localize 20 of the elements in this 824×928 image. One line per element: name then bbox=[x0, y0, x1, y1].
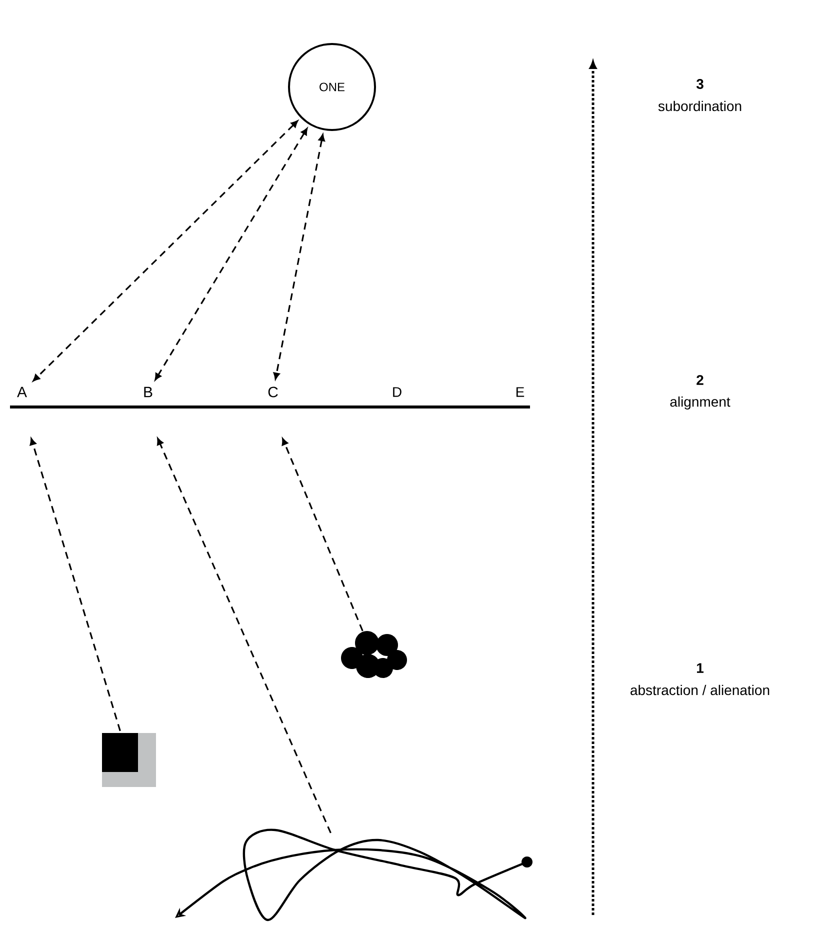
level-label: abstraction / alienation bbox=[630, 684, 770, 696]
level-number: 1 bbox=[697, 663, 704, 673]
letter-label: E bbox=[516, 387, 524, 397]
dashed-arrow bbox=[32, 120, 298, 382]
dashed-arrow bbox=[30, 438, 121, 732]
cloud-shape bbox=[341, 631, 407, 678]
letter-label: B bbox=[144, 386, 152, 398]
dashed-arrow bbox=[273, 134, 325, 380]
letter-label: C bbox=[268, 386, 278, 398]
letter-label: A bbox=[17, 386, 27, 398]
level-label: subordination bbox=[658, 100, 742, 112]
letter-label: D bbox=[393, 387, 402, 397]
dashed-arrow bbox=[282, 438, 364, 632]
dashed-arrow bbox=[157, 438, 332, 834]
dashed-arrow bbox=[154, 128, 308, 380]
circle-node: ONE bbox=[288, 43, 376, 131]
level-number: 3 bbox=[696, 79, 704, 89]
level-label: alignment bbox=[670, 396, 730, 410]
square-icon bbox=[102, 733, 156, 787]
level-number: 2 bbox=[696, 375, 704, 385]
